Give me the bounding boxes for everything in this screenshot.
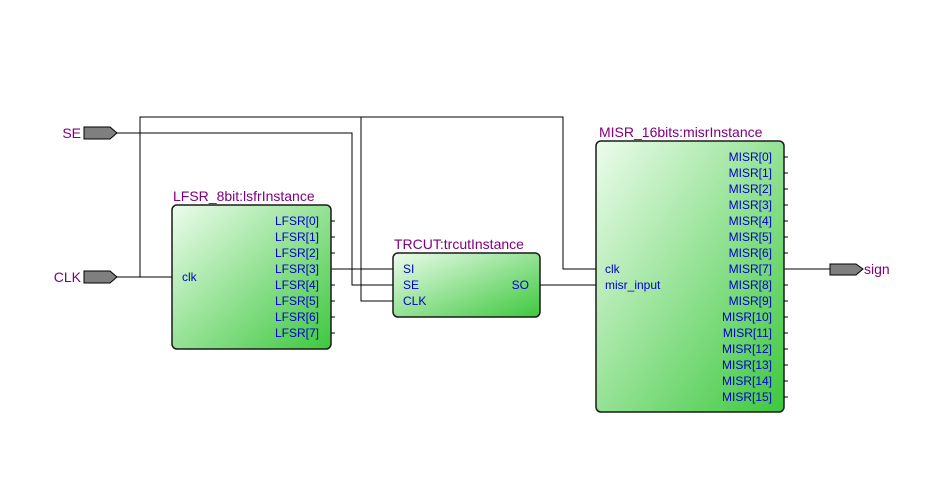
trcut-block-body [392, 252, 541, 318]
misr-output-1: MISR[1] [729, 166, 772, 180]
misr-output-4: MISR[4] [729, 214, 772, 228]
sign-connector-icon [829, 263, 864, 276]
sign-output-port[interactable]: sign [829, 261, 890, 277]
misr-output-7: MISR[7] [729, 262, 772, 276]
wire-se [116, 132, 393, 286]
wires [116, 116, 830, 302]
misr-output-3: MISR[3] [729, 198, 772, 212]
trcut-input-clk: CLK [403, 294, 426, 308]
misr-output-11: MISR[11] [723, 326, 772, 340]
misr-output-0: MISR[0] [729, 150, 772, 164]
lfsr-output-2: LFSR[2] [275, 246, 319, 260]
misr-output-ports: MISR[0] MISR[1] MISR[2] MISR[3] MISR[4] … [722, 150, 772, 404]
lfsr-output-0: LFSR[0] [275, 214, 319, 228]
clk-input-label: CLK [54, 269, 82, 285]
trcut-block-title: TRCUT:trcutInstance [394, 236, 524, 252]
misr-input-misr-input: misr_input [605, 278, 661, 292]
io-connectors: SE CLK sign [54, 125, 890, 285]
lfsr-input-clk: clk [182, 270, 198, 284]
misr-input-clk: clk [605, 262, 621, 276]
lfsr-output-3: LFSR[3] [275, 262, 319, 276]
misr-pin-stubs [784, 156, 788, 398]
lfsr-output-6: LFSR[6] [275, 310, 319, 324]
lfsr-block-body [171, 204, 332, 350]
lfsr-output-5: LFSR[5] [275, 294, 319, 308]
misr-output-8: MISR[8] [729, 278, 772, 292]
lfsr-pin-stubs [331, 220, 335, 334]
lfsr-block[interactable]: LFSR_8bit:lsfrInstance clk LFSR[0] LFSR[… [171, 188, 335, 350]
wire-clk-trcut [360, 117, 393, 302]
se-input-port[interactable]: SE [62, 125, 118, 141]
clk-input-port[interactable]: CLK [54, 269, 118, 285]
trcut-block[interactable]: TRCUT:trcutInstance SI SE CLK SO [392, 236, 541, 318]
lfsr-block-title: LFSR_8bit:lsfrInstance [173, 188, 315, 204]
wire-clk-misr [139, 116, 596, 277]
misr-output-15: MISR[15] [722, 390, 772, 404]
misr-output-9: MISR[9] [729, 294, 772, 308]
misr-output-14: MISR[14] [722, 374, 772, 388]
misr-output-2: MISR[2] [729, 182, 772, 196]
misr-output-13: MISR[13] [722, 358, 772, 372]
trcut-output-so: SO [512, 278, 529, 292]
se-connector-icon [83, 126, 118, 140]
misr-block-title: MISR_16bits:misrInstance [599, 124, 763, 140]
lfsr-output-7: LFSR[7] [275, 326, 319, 340]
misr-output-12: MISR[12] [722, 342, 772, 356]
trcut-input-si: SI [403, 262, 414, 276]
lfsr-output-4: LFSR[4] [275, 278, 319, 292]
lfsr-output-ports: LFSR[0] LFSR[1] LFSR[2] LFSR[3] LFSR[4] … [275, 214, 319, 340]
misr-output-10: MISR[10] [722, 310, 772, 324]
se-input-label: SE [62, 125, 81, 141]
sign-output-label: sign [864, 261, 890, 277]
misr-block-body [595, 140, 785, 413]
lfsr-output-1: LFSR[1] [275, 230, 319, 244]
trcut-input-se: SE [403, 278, 419, 292]
misr-output-6: MISR[6] [729, 246, 772, 260]
misr-block[interactable]: MISR_16bits:misrInstance clk misr_input … [595, 124, 788, 413]
misr-output-5: MISR[5] [729, 230, 772, 244]
clk-connector-icon [83, 270, 118, 284]
